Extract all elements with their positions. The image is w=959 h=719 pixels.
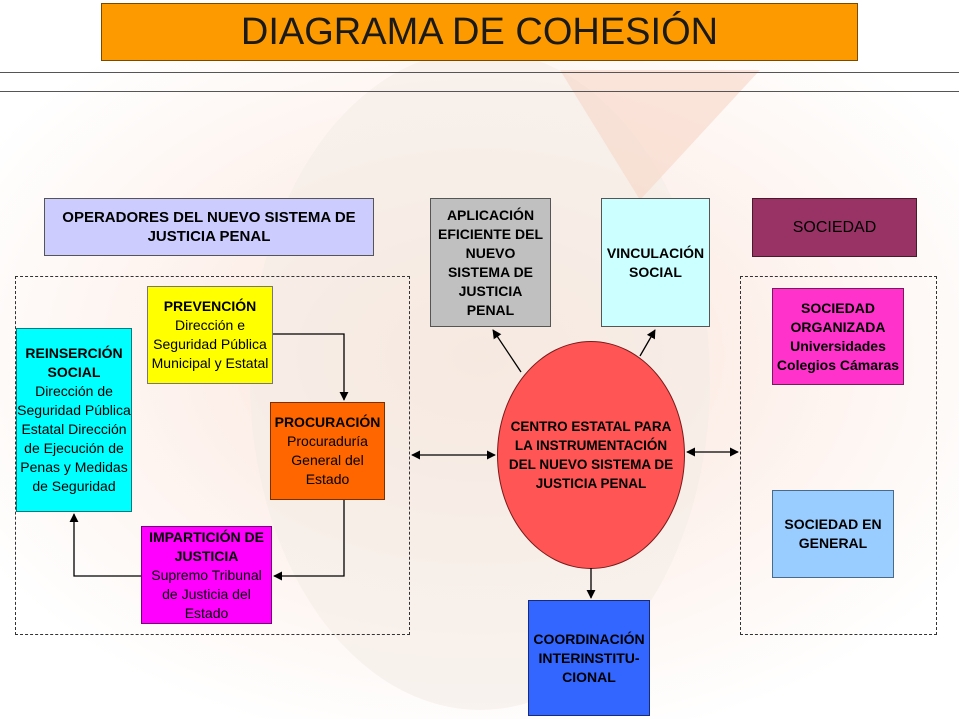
reinsercion-heading: REINSERCIÓN SOCIAL (25, 345, 123, 380)
imparticion-text: Supremo Tribunal de Justicia del Estado (151, 566, 262, 621)
sociedad-box: SOCIEDAD (752, 198, 917, 257)
divider-bottom (0, 91, 959, 92)
sociedad-label: SOCIEDAD (792, 219, 877, 236)
aplicacion-label: APLICACIÓN EFICIENTE DEL NUEVO SISTEMA D… (437, 206, 543, 318)
prevencion-heading: PREVENCIÓN (163, 298, 257, 314)
coordinacion-label: COORDINACIÓN INTERINSTITU-CIONAL (533, 630, 645, 685)
aplicacion-box: APLICACIÓN EFICIENTE DEL NUEVO SISTEMA D… (430, 198, 551, 327)
imparticion-heading: IMPARTICIÓN DE JUSTICIA (149, 528, 264, 564)
sociedad-organizada-box: SOCIEDAD ORGANIZADA Universidades Colegi… (772, 288, 904, 385)
divider-top (0, 72, 959, 73)
procuracion-heading: PROCURACIÓN (274, 414, 381, 430)
procuracion-box: PROCURACIÓN Procuraduría General del Est… (270, 402, 385, 500)
sociedad-general-box: SOCIEDAD EN GENERAL (772, 490, 894, 578)
page-title: DIAGRAMA DE COHESIÓN (101, 3, 858, 61)
imparticion-box: IMPARTICIÓN DE JUSTICIA Supremo Tribunal… (141, 526, 272, 624)
coordinacion-box: COORDINACIÓN INTERINSTITU-CIONAL (528, 600, 650, 716)
prevencion-box: PREVENCIÓN Dirección e Seguridad Pública… (147, 286, 273, 384)
vinculacion-box: VINCULACIÓN SOCIAL (601, 198, 710, 327)
centro-estatal-label: CENTRO ESTATAL PARA LA INSTRUMENTACIÓN D… (508, 419, 674, 491)
reinsercion-box: REINSERCIÓN SOCIAL Dirección de Segurida… (16, 328, 132, 512)
vinculacion-label: VINCULACIÓN SOCIAL (606, 244, 705, 280)
operadores-box: OPERADORES DEL NUEVO SISTEMA DE JUSTICIA… (44, 198, 374, 256)
prevencion-text: Dirección e Seguridad Pública Municipal … (151, 317, 269, 371)
sociedad-general-label: SOCIEDAD EN GENERAL (784, 516, 882, 551)
reinsercion-text: Dirección de Seguridad Pública Estatal D… (17, 383, 131, 494)
procuracion-text: Procuraduría General del Estado (287, 433, 368, 487)
operadores-group (15, 276, 410, 635)
operadores-label: OPERADORES DEL NUEVO SISTEMA DE JUSTICIA… (62, 209, 356, 245)
centro-estatal-node: CENTRO ESTATAL PARA LA INSTRUMENTACIÓN D… (497, 341, 685, 569)
sociedad-group (740, 276, 937, 635)
sociedad-organizada-label: SOCIEDAD ORGANIZADA Universidades Colegi… (776, 299, 900, 373)
